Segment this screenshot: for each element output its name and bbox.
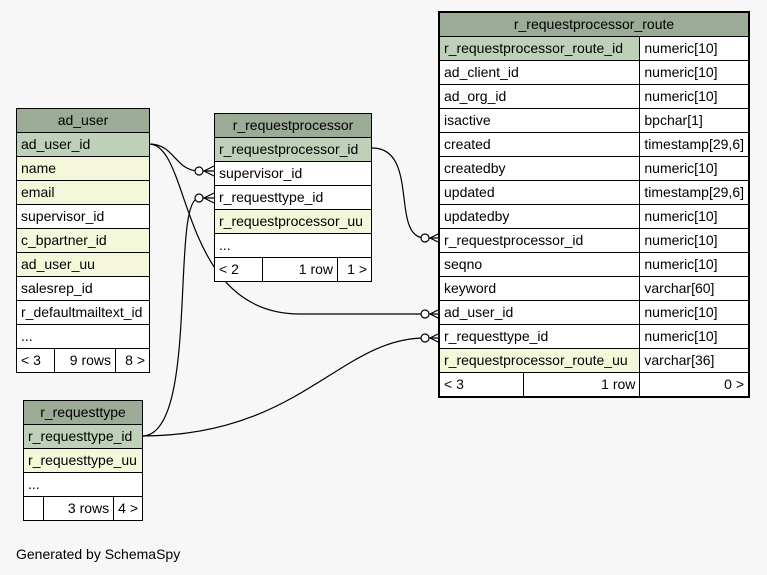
zero-or-many-marker <box>420 309 430 319</box>
row-count: 9 rows <box>54 348 116 373</box>
zero-or-many-marker <box>420 233 430 243</box>
table-ad-user[interactable]: ad_user ad_user_id name email supervisor… <box>16 108 150 373</box>
column-name[interactable]: seqno <box>438 252 641 277</box>
column-name[interactable]: ad_org_id <box>438 84 641 109</box>
table-r-requestprocessor[interactable]: r_requestprocessor r_requestprocessor_id… <box>214 113 372 282</box>
column-name[interactable]: ad_user_id <box>438 300 641 325</box>
column-type: timestamp[29,6] <box>639 132 750 157</box>
column-type: numeric[10] <box>639 156 750 181</box>
link-requesttype-to-route <box>141 337 440 437</box>
zero-or-many-marker <box>420 333 430 343</box>
column-type: numeric[10] <box>639 252 750 277</box>
column-row[interactable]: ad_user_id <box>16 132 150 157</box>
column-type: numeric[10] <box>639 324 750 349</box>
column-row[interactable]: salesrep_id <box>16 276 150 301</box>
column-row[interactable]: r_requestprocessor_id <box>214 137 372 162</box>
row-count: 1 row <box>262 257 338 282</box>
column-type: numeric[10] <box>639 36 750 61</box>
row-count: 3 rows <box>42 496 115 521</box>
column-row[interactable]: ... <box>214 233 372 258</box>
column-row[interactable]: ... <box>16 324 150 349</box>
column-row[interactable]: c_bpartner_id <box>16 228 150 253</box>
table-r-requesttype[interactable]: r_requesttype r_requesttype_id r_request… <box>23 400 143 521</box>
column-name[interactable]: r_requestprocessor_id <box>438 228 641 253</box>
column-name[interactable]: r_requestprocessor_route_id <box>438 36 641 61</box>
crowfoot-marker <box>203 192 215 204</box>
column-type: bpchar[1] <box>639 108 750 133</box>
column-row[interactable]: ad_user_uu <box>16 252 150 277</box>
table-r-requestprocessor-route[interactable]: r_requestprocessor_route r_requestproces… <box>438 11 750 398</box>
column-row[interactable]: email <box>16 180 150 205</box>
table-title[interactable]: r_requestprocessor_route <box>438 11 750 37</box>
column-type: numeric[10] <box>639 228 750 253</box>
column-name[interactable]: updated <box>438 180 641 205</box>
column-name[interactable]: keyword <box>438 276 641 301</box>
column-name[interactable]: r_requesttype_id <box>438 324 641 349</box>
column-name[interactable]: updatedby <box>438 204 641 229</box>
column-name[interactable]: createdby <box>438 156 641 181</box>
children-count[interactable]: 1 > <box>337 257 372 282</box>
column-row[interactable]: r_defaultmailtext_id <box>16 300 150 325</box>
column-type: numeric[10] <box>639 84 750 109</box>
column-row[interactable]: r_requestprocessor_uu <box>214 209 372 234</box>
table-title[interactable]: r_requesttype <box>23 400 143 425</box>
link-requesttype-to-processor <box>141 197 214 437</box>
parents-count[interactable]: < 2 <box>214 257 263 282</box>
link-ad-user-to-supervisor <box>148 143 214 172</box>
column-row[interactable]: r_requesttype_uu <box>23 448 143 473</box>
column-name[interactable]: isactive <box>438 108 641 133</box>
children-count[interactable]: 4 > <box>113 496 143 521</box>
column-type: varchar[60] <box>639 276 750 301</box>
parents-count[interactable]: < 3 <box>16 348 55 373</box>
row-count: 1 row <box>522 372 641 398</box>
link-processor-to-route <box>371 147 440 239</box>
column-name[interactable]: created <box>438 132 641 157</box>
zero-or-many-marker <box>194 166 204 176</box>
parents-count <box>23 496 44 521</box>
children-count[interactable]: 0 > <box>639 372 750 398</box>
column-row[interactable]: ... <box>23 472 143 497</box>
column-type: numeric[10] <box>639 204 750 229</box>
column-row[interactable]: name <box>16 156 150 181</box>
children-count[interactable]: 8 > <box>115 348 150 373</box>
column-row[interactable]: r_requesttype_id <box>214 185 372 210</box>
zero-or-many-marker <box>194 193 204 203</box>
parents-count[interactable]: < 3 <box>438 372 524 398</box>
column-name[interactable]: r_requestprocessor_route_uu <box>438 348 641 373</box>
column-row[interactable]: supervisor_id <box>214 161 372 186</box>
column-row[interactable]: r_requesttype_id <box>23 424 143 449</box>
table-title[interactable]: r_requestprocessor <box>214 113 372 138</box>
column-type: timestamp[29,6] <box>639 180 750 205</box>
generated-by-label: Generated by SchemaSpy <box>16 546 181 562</box>
column-type: numeric[10] <box>639 60 750 85</box>
column-row[interactable]: supervisor_id <box>16 204 150 229</box>
column-name[interactable]: ad_client_id <box>438 60 641 85</box>
column-type: numeric[10] <box>639 300 750 325</box>
column-type: varchar[36] <box>639 348 750 373</box>
table-title[interactable]: ad_user <box>16 108 150 133</box>
crowfoot-marker <box>203 165 215 177</box>
